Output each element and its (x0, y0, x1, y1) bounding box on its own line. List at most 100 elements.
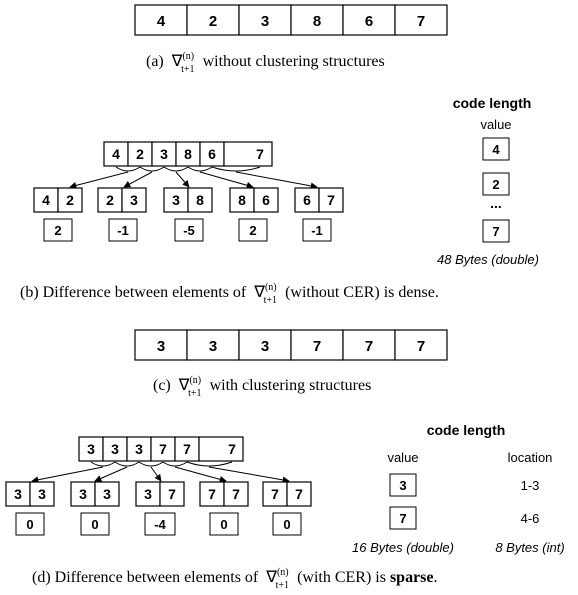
panel-b-pair-1-b: 2 (66, 192, 74, 208)
panel-d-top-value-1: 3 (87, 441, 95, 457)
panel-d-diff-2: 0 (91, 517, 98, 532)
panel-b-pair-5-left (294, 187, 320, 213)
panel-a-cell-3 (238, 4, 292, 36)
panel-b-top-array: 4 2 3 8 6 7 (103, 141, 273, 167)
panel-b-code-length-title: code length (453, 95, 532, 111)
panel-d-pair-2-left (70, 481, 96, 507)
panel-a-cell-1 (134, 4, 188, 36)
panel-d-diff-box-5 (272, 512, 302, 536)
panel-b-top-value-2: 2 (136, 146, 144, 162)
panel-a-value-5: 6 (365, 13, 373, 30)
panel-b-pairs: 4 2 2 3 3 8 8 6 6 7 (33, 187, 344, 213)
panel-d-pair-4-left (199, 481, 225, 507)
panel-d-pair-4-a: 7 (208, 486, 216, 502)
panel-b-diff-2: -1 (117, 223, 129, 238)
panel-b-pair-5-right (318, 187, 344, 213)
panel-b-arrow-2 (123, 171, 153, 188)
panel-b-pair-4-a: 8 (238, 192, 246, 208)
panel-b-top-value-5: 6 (208, 146, 216, 162)
panel-b-value-box-2 (482, 172, 510, 196)
panel-b-brace-3 (163, 166, 189, 172)
panel-d-arrow-3 (150, 466, 162, 482)
panel-b-top-cell-6 (223, 141, 273, 167)
panel-a-value-3: 3 (261, 13, 269, 30)
panel-b-pair-4-right (253, 187, 279, 213)
panel-b-arrow-3 (175, 171, 190, 188)
panel-b-top-value-6: 7 (256, 146, 264, 162)
panel-b-code-length: code length value 4 2 ... 7 48 Bytes (do… (437, 95, 539, 267)
panel-b-braces (115, 166, 261, 172)
panel-c-array: 3 3 3 7 7 7 (134, 329, 448, 361)
panel-b-value-item-3: 7 (492, 224, 499, 239)
panel-d-value-size-note: 16 Bytes (double) (352, 540, 454, 555)
panel-c-cell-6 (394, 329, 448, 361)
panel-d-top-value-6: 7 (228, 441, 236, 457)
panel-a-cell-5 (342, 4, 396, 36)
panel-c-cell-3 (238, 329, 292, 361)
panel-b-brace-4 (187, 166, 213, 172)
panel-b-brace-1 (115, 166, 141, 172)
panel-d-value-item-2: 7 (399, 511, 406, 526)
panel-d-pair-3-a: 3 (144, 486, 152, 502)
panel-c-value-3: 3 (261, 338, 269, 355)
panel-d-location-item-1: 1-3 (521, 478, 540, 493)
panel-d-brace-5 (186, 461, 233, 467)
panel-d-top-value-2: 3 (111, 441, 119, 457)
panel-b-arrow-1 (69, 171, 129, 189)
panel-d-diffs: 0 0 -4 0 0 (15, 512, 302, 536)
panel-b-diff-box-2 (108, 218, 138, 242)
panel-b-top-value-1: 4 (112, 146, 120, 162)
panel-d-value-header: value (387, 450, 418, 465)
panel-b-pair-3-left (163, 187, 189, 213)
panel-b-diffs: 2 -1 -5 2 -1 (43, 218, 332, 242)
panel-b-pair-3-right (187, 187, 213, 213)
panel-d-pair-3-b: 7 (168, 486, 176, 502)
panel-d-diff-box-2 (80, 512, 110, 536)
panel-a-value-4: 8 (313, 13, 321, 30)
panel-d-top-value-5: 7 (183, 441, 191, 457)
panel-c-value-4: 7 (313, 338, 321, 355)
panel-d-caption: (d) Difference between elements of ∇(n)t… (32, 567, 438, 592)
panel-b-pair-2-right (121, 187, 147, 213)
panel-d-pair-1-a: 3 (14, 486, 22, 502)
panel-d-location-item-2: 4-6 (521, 511, 540, 526)
panel-d-arrow-5 (208, 466, 290, 484)
panel-c-value-6: 7 (417, 338, 425, 355)
panel-d-pair-1-left (5, 481, 31, 507)
panel-b-pair-3-a: 3 (172, 192, 180, 208)
panel-d-top-cell-6 (198, 436, 244, 462)
panel-d-value-box-1 (389, 473, 417, 497)
panel-b-ellipsis: ... (490, 195, 502, 211)
panel-a-value-6: 7 (417, 13, 425, 30)
panel-d-pair-2-a: 3 (79, 486, 87, 502)
panel-a-value-2: 2 (209, 13, 217, 30)
panel-b-diff-box-5 (302, 218, 332, 242)
panel-b-top-cell-3 (151, 141, 177, 167)
panel-a-caption: (a) ∇(n)t+1 without clustering structure… (146, 51, 385, 76)
panel-c-value-1: 3 (157, 338, 165, 355)
panel-b-diff-box-3 (174, 218, 204, 242)
panel-d-top-cell-1 (78, 436, 104, 462)
panel-b-value-item-2: 2 (492, 177, 499, 192)
panel-b-brace-5 (211, 166, 261, 172)
panel-d-pair-5-b: 7 (295, 486, 303, 502)
panel-d-pair-3-right (159, 481, 185, 507)
panel-d-pair-1-b: 3 (38, 486, 46, 502)
panel-d-value-box-2 (389, 506, 417, 530)
panel-d-arrow-1 (31, 466, 104, 484)
panel-b-diff-box-4 (238, 218, 268, 242)
panel-b-value-box-3 (482, 219, 510, 243)
panel-d-diff-3: -4 (154, 517, 166, 532)
panel-d-brace-3 (138, 461, 164, 467)
panel-b-pair-2-a: 2 (106, 192, 114, 208)
panel-c-value-2: 3 (209, 338, 217, 355)
panel-d-code-length: code length value location 3 1-3 7 4-6 1… (352, 422, 565, 555)
panel-b-pair-2-b: 3 (130, 192, 138, 208)
panel-d-brace-4 (162, 461, 188, 467)
panel-d-diff-box-3 (144, 512, 176, 536)
panel-d-pair-4-b: 7 (232, 486, 240, 502)
panel-d-pair-5-right (286, 481, 312, 507)
panel-d-brace-2 (114, 461, 140, 467)
